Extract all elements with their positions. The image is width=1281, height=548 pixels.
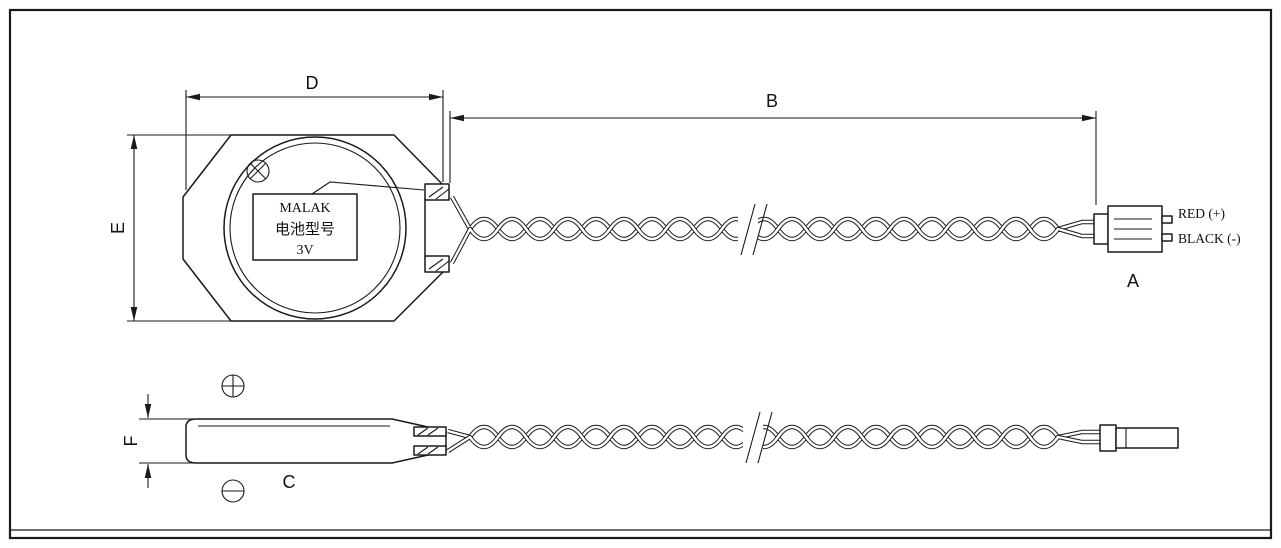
crosshair-icon bbox=[246, 159, 270, 183]
connector-side bbox=[1099, 424, 1179, 452]
wire-red-label: RED (+) bbox=[1178, 206, 1225, 221]
battery-label-line3: 3V bbox=[296, 243, 313, 258]
top-view: MALAK 电池型号 3V D B E A RED (+) BLACK bbox=[108, 73, 1241, 322]
side-tab-upper bbox=[413, 426, 447, 437]
dim-f-label: F bbox=[121, 436, 141, 447]
wire-break-top bbox=[738, 203, 768, 256]
polarity-minus-icon bbox=[221, 479, 245, 503]
side-view: F C bbox=[121, 374, 1179, 503]
connector-a-label: A bbox=[1127, 271, 1139, 291]
polarity-plus-icon bbox=[221, 374, 245, 398]
drawing-border bbox=[8, 8, 1273, 540]
battery-label-line2: 电池型号 bbox=[275, 221, 335, 238]
dimension-b: B bbox=[449, 91, 1097, 205]
terminal-tab-upper bbox=[424, 183, 450, 201]
twisted-wire-side bbox=[446, 424, 1108, 453]
dim-e-label: E bbox=[108, 222, 128, 234]
dimension-d: D bbox=[185, 73, 444, 190]
wire-break-side bbox=[743, 411, 773, 464]
twisted-wire-top bbox=[450, 195, 1100, 265]
coin-cell-circle bbox=[223, 136, 407, 320]
battery-label-box: MALAK 电池型号 3V bbox=[252, 181, 425, 261]
dimension-f: F bbox=[121, 394, 196, 488]
battery-c-label: C bbox=[283, 472, 296, 492]
wire-black-label: BLACK (-) bbox=[1178, 231, 1241, 246]
battery-label-line1: MALAK bbox=[279, 201, 330, 216]
connector-top bbox=[1093, 205, 1173, 253]
dimension-e: E bbox=[108, 134, 232, 322]
dim-b-label: B bbox=[766, 91, 778, 111]
dim-d-label: D bbox=[306, 73, 319, 93]
terminal-tab-lower bbox=[424, 255, 450, 273]
side-tab-lower bbox=[413, 445, 447, 456]
battery-side-outline bbox=[185, 418, 447, 464]
